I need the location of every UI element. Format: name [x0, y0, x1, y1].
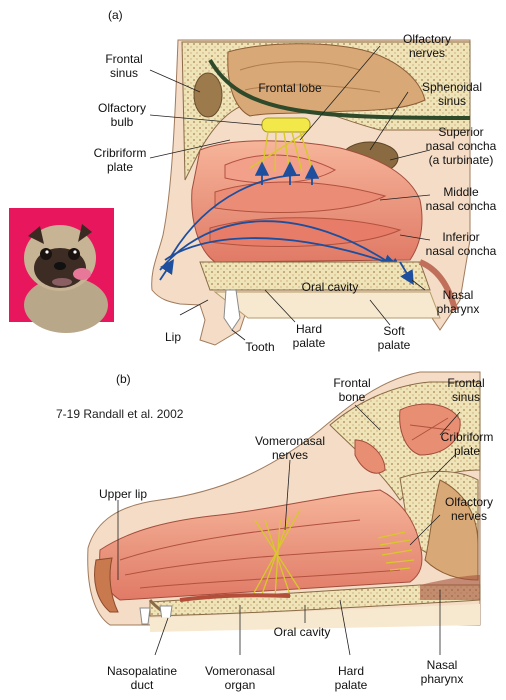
label-hard-palate-b: Hard palate	[326, 664, 376, 692]
label-frontal-lobe: Frontal lobe	[250, 81, 330, 95]
oral-cavity-shape	[215, 292, 440, 318]
olfactory-bulb-shape	[262, 118, 310, 132]
panel-a-letter: (a)	[108, 8, 123, 22]
label-olfactory-nerves-a: Olfactory nerves	[392, 32, 462, 60]
label-hard-palate-a: Hard palate	[285, 322, 333, 350]
label-tooth: Tooth	[240, 340, 280, 354]
label-cribriform-plate-b: Cribriform plate	[432, 430, 502, 458]
label-vomeronasal-organ: Vomeronasal organ	[198, 664, 282, 692]
label-sphenoidal-sinus: Sphenoidal sinus	[414, 80, 490, 108]
figure-credit: 7-19 Randall et al. 2002	[56, 407, 183, 421]
label-superior-nasal-concha: Superior nasal concha (a turbinate)	[418, 125, 504, 167]
label-oral-cavity-b: Oral cavity	[262, 625, 342, 639]
pug-tongue	[73, 268, 91, 280]
label-middle-nasal-concha: Middle nasal concha	[418, 185, 504, 213]
label-frontal-sinus-a: Frontal sinus	[96, 52, 152, 80]
label-oral-cavity-a: Oral cavity	[290, 280, 370, 294]
label-frontal-sinus-b: Frontal sinus	[436, 376, 496, 404]
frontal-sinus-shape	[194, 73, 222, 117]
label-nasal-pharynx-a: Nasal pharynx	[430, 288, 486, 316]
label-olfactory-nerves-b: Olfactory nerves	[436, 495, 502, 523]
label-inferior-nasal-concha: Inferior nasal concha	[418, 230, 504, 258]
label-nasal-pharynx-b: Nasal pharynx	[412, 658, 472, 686]
panel-b-letter: (b)	[116, 372, 131, 386]
label-soft-palate: Soft palate	[370, 324, 418, 352]
label-cribriform-plate-a: Cribriform plate	[88, 146, 152, 174]
label-vomeronasal-nerves: Vomeronasal nerves	[240, 434, 340, 462]
label-nasopalatine-duct: Nasopalatine duct	[100, 664, 184, 692]
label-upper-lip: Upper lip	[88, 487, 158, 501]
label-lip: Lip	[158, 330, 188, 344]
label-frontal-bone: Frontal bone	[324, 376, 380, 404]
pug-photo	[9, 208, 114, 333]
label-olfactory-bulb-a: Olfactory bulb	[92, 101, 152, 129]
